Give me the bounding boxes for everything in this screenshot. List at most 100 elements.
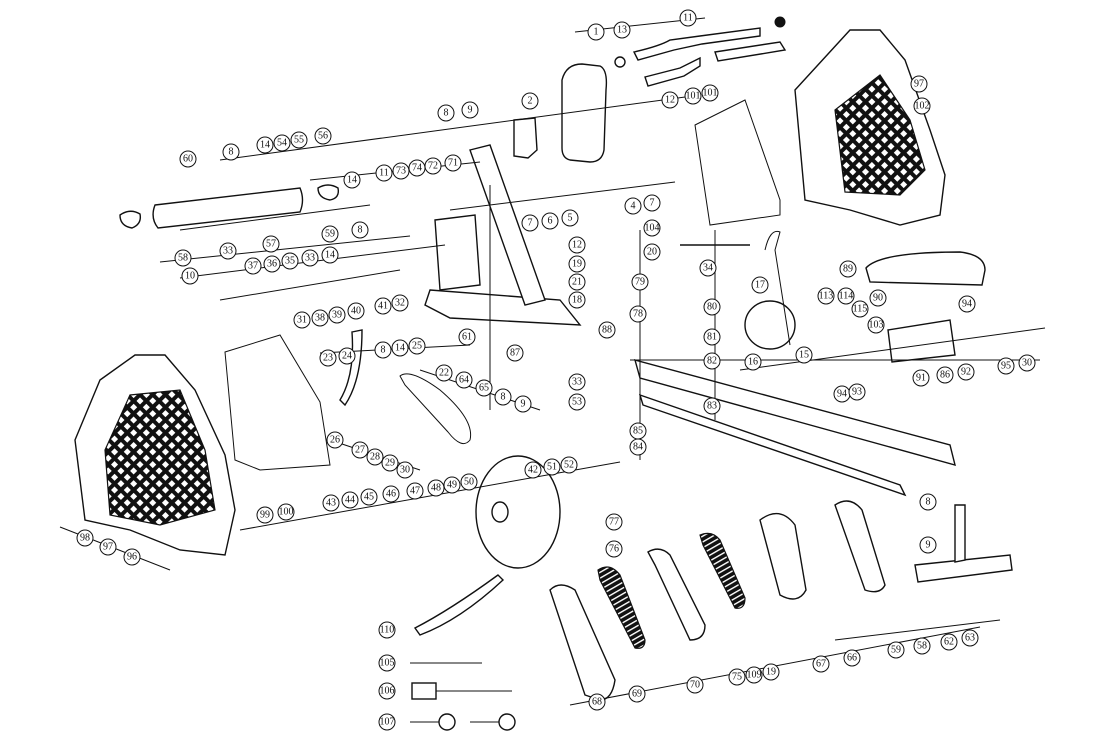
callout-9b: 9 bbox=[514, 395, 532, 413]
svg-text:59: 59 bbox=[325, 229, 335, 240]
callout-5: 5 bbox=[561, 209, 579, 227]
svg-text:30: 30 bbox=[400, 465, 410, 476]
svg-text:60: 60 bbox=[183, 154, 193, 165]
svg-text:35: 35 bbox=[285, 256, 295, 267]
callout-69: 69 bbox=[628, 685, 646, 703]
adapter-106 bbox=[411, 682, 437, 700]
svg-text:55: 55 bbox=[294, 135, 304, 146]
callout-55: 55 bbox=[290, 131, 308, 149]
callout-13: 13 bbox=[613, 21, 631, 39]
svg-text:77: 77 bbox=[609, 517, 619, 528]
callout-74: 74 bbox=[408, 159, 426, 177]
svg-text:66: 66 bbox=[847, 653, 857, 664]
end-cap bbox=[774, 16, 786, 28]
callout-115: 115 bbox=[851, 300, 869, 318]
callout-14c: 14 bbox=[321, 246, 339, 264]
console-1 bbox=[561, 63, 608, 163]
svg-text:32: 32 bbox=[395, 298, 405, 309]
svg-text:9: 9 bbox=[926, 540, 931, 551]
shroud-right-mesh bbox=[834, 74, 926, 196]
callout-109: 109 bbox=[745, 666, 763, 684]
callout-96: 96 bbox=[123, 548, 141, 566]
callout-11b: 11 bbox=[375, 164, 393, 182]
callout-64: 64 bbox=[455, 371, 473, 389]
callout-37: 37 bbox=[244, 257, 262, 275]
svg-text:48: 48 bbox=[431, 483, 441, 494]
heart-rate-strap-110 bbox=[413, 574, 505, 636]
svg-text:8: 8 bbox=[381, 345, 386, 356]
callout-56: 56 bbox=[314, 127, 332, 145]
svg-text:107: 107 bbox=[380, 717, 395, 728]
svg-text:57: 57 bbox=[266, 239, 276, 250]
callout-39: 39 bbox=[328, 306, 346, 324]
svg-text:19: 19 bbox=[572, 259, 582, 270]
svg-text:106: 106 bbox=[380, 686, 395, 697]
svg-text:33: 33 bbox=[572, 377, 582, 388]
svg-text:38: 38 bbox=[315, 313, 325, 324]
svg-text:11: 11 bbox=[379, 168, 389, 179]
callout-14d: 14 bbox=[391, 339, 409, 357]
handlebar-11 bbox=[632, 27, 761, 61]
seat-89 bbox=[865, 251, 986, 286]
callout-22: 22 bbox=[435, 364, 453, 382]
cover-panel-left bbox=[224, 334, 331, 471]
callout-33c: 33 bbox=[568, 373, 586, 391]
svg-text:44: 44 bbox=[345, 495, 355, 506]
svg-text:46: 46 bbox=[386, 489, 396, 500]
svg-text:103: 103 bbox=[869, 320, 884, 331]
svg-text:14: 14 bbox=[325, 250, 335, 261]
svg-text:24: 24 bbox=[342, 351, 352, 362]
callout-8f: 8 bbox=[919, 493, 937, 511]
svg-text:14: 14 bbox=[347, 175, 357, 186]
svg-text:8: 8 bbox=[444, 108, 449, 119]
svg-text:85: 85 bbox=[633, 426, 643, 437]
svg-text:33: 33 bbox=[223, 246, 233, 257]
svg-text:56: 56 bbox=[318, 131, 328, 142]
callout-14a: 14 bbox=[256, 136, 274, 154]
svg-text:105: 105 bbox=[380, 658, 395, 669]
callout-21: 21 bbox=[568, 273, 586, 291]
callout-94a: 94 bbox=[958, 295, 976, 313]
callout-82: 82 bbox=[703, 352, 721, 370]
callout-99: 99 bbox=[256, 506, 274, 524]
frame-61 bbox=[424, 289, 582, 326]
svg-text:64: 64 bbox=[459, 375, 469, 386]
svg-text:61: 61 bbox=[462, 332, 472, 343]
callout-9c: 9 bbox=[919, 536, 937, 554]
svg-text:59: 59 bbox=[891, 645, 901, 656]
svg-text:94: 94 bbox=[837, 389, 847, 400]
callout-30a: 30 bbox=[1018, 354, 1036, 372]
callout-51: 51 bbox=[543, 458, 561, 476]
svg-text:9: 9 bbox=[468, 105, 473, 116]
svg-text:90: 90 bbox=[873, 293, 883, 304]
svg-text:70: 70 bbox=[690, 680, 700, 691]
callout-26: 26 bbox=[326, 431, 344, 449]
svg-text:9: 9 bbox=[521, 399, 526, 410]
callout-103: 103 bbox=[867, 316, 885, 334]
svg-text:114: 114 bbox=[839, 291, 854, 302]
callout-10: 10 bbox=[181, 267, 199, 285]
callout-30b: 30 bbox=[396, 461, 414, 479]
svg-text:22: 22 bbox=[439, 368, 449, 379]
callout-41: 41 bbox=[374, 297, 392, 315]
callout-66: 66 bbox=[843, 649, 861, 667]
svg-text:16: 16 bbox=[748, 357, 758, 368]
callout-7b: 7 bbox=[643, 194, 661, 212]
svg-text:80: 80 bbox=[707, 302, 717, 313]
callout-71: 71 bbox=[444, 154, 462, 172]
callout-104: 104 bbox=[643, 219, 661, 237]
svg-text:81: 81 bbox=[707, 332, 717, 343]
callout-98: 98 bbox=[76, 529, 94, 547]
svg-text:79: 79 bbox=[635, 277, 645, 288]
svg-text:95: 95 bbox=[1001, 361, 1011, 372]
callouts: 1 13 11 12 101 101 97 102 8 9 2 60 8 14 … bbox=[76, 9, 1036, 731]
callout-8e: 8 bbox=[494, 388, 512, 406]
callout-85: 85 bbox=[629, 422, 647, 440]
handlebar-12 bbox=[644, 56, 701, 87]
svg-text:28: 28 bbox=[370, 452, 380, 463]
callout-27: 27 bbox=[351, 441, 369, 459]
callout-57: 57 bbox=[262, 235, 280, 253]
callout-31: 31 bbox=[293, 311, 311, 329]
pedal-plate-right bbox=[834, 500, 886, 593]
callout-7a: 7 bbox=[521, 214, 539, 232]
